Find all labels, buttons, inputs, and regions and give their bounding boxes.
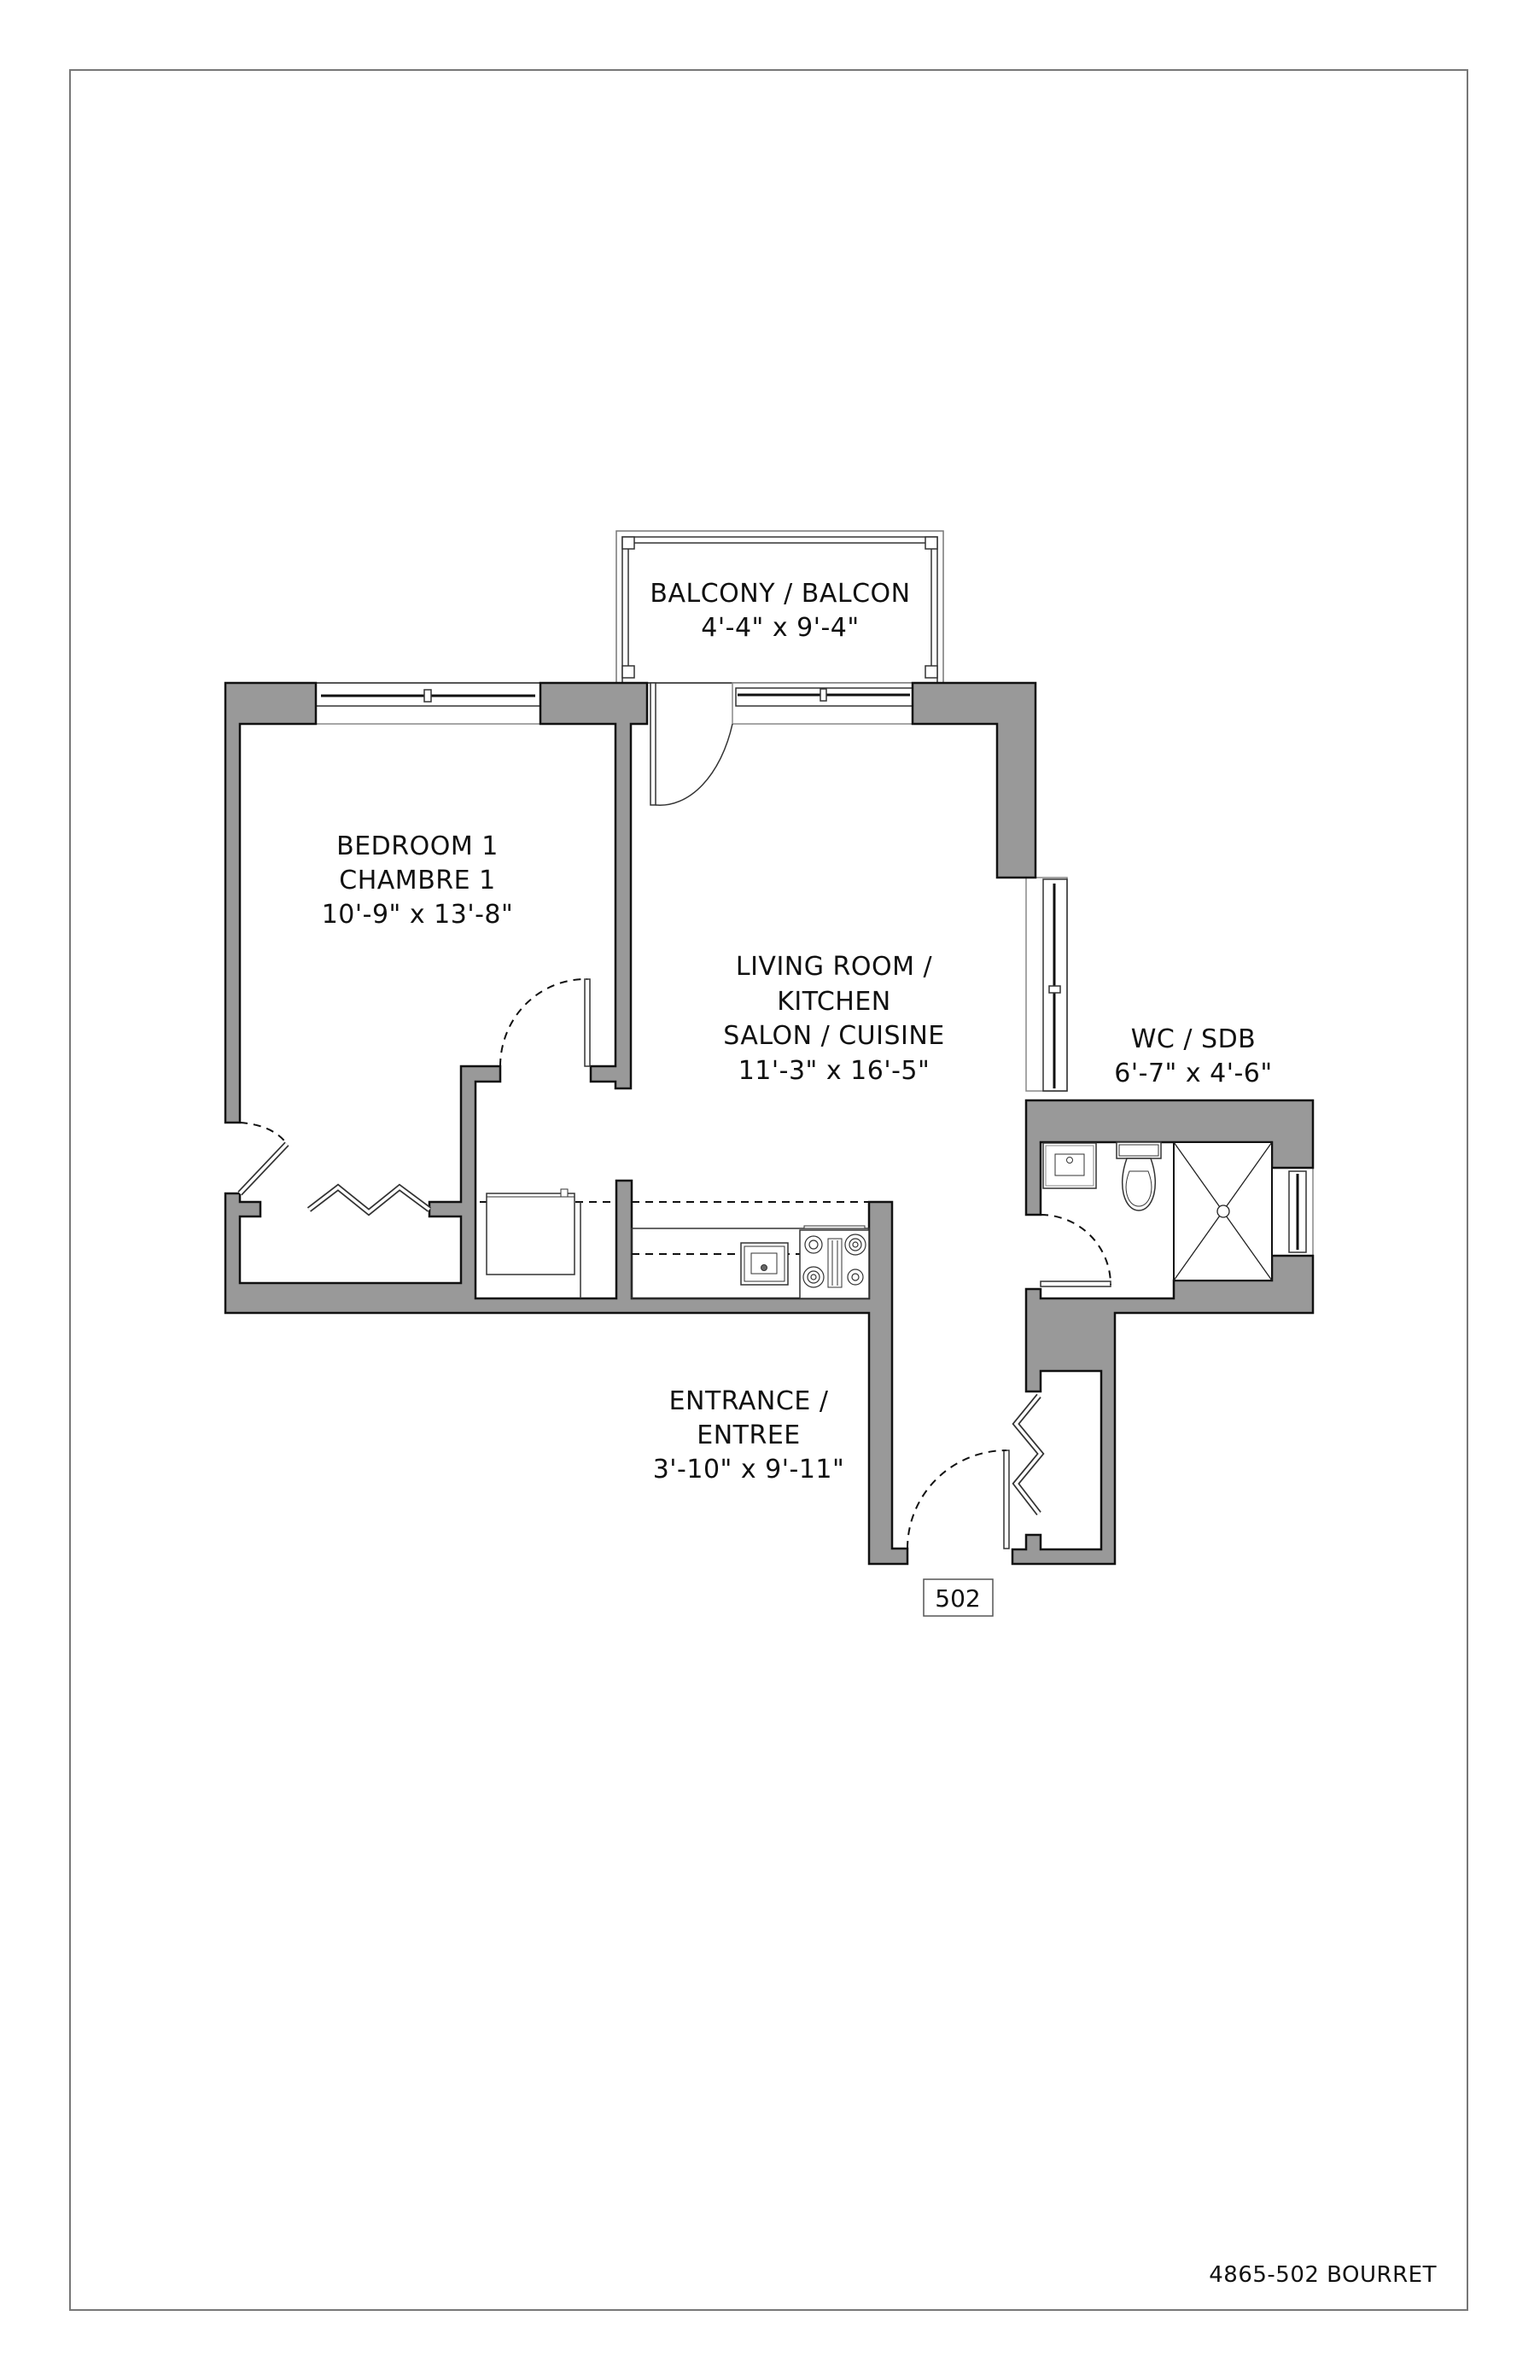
balcony-door xyxy=(650,682,733,806)
toilet-icon xyxy=(1116,1141,1162,1211)
page-frame xyxy=(69,69,1468,2311)
entrance-dims: 3'-10" x 9'-11" xyxy=(653,1455,845,1485)
balcony-dims: 4'-4" x 9'-4" xyxy=(701,613,859,643)
bathroom-label: WC / SDB 6'-7" x 4'-6" xyxy=(1114,1024,1272,1088)
bedroom-closet-swing-door xyxy=(237,1122,289,1196)
bathroom-door xyxy=(1040,1214,1111,1287)
entrance-line1: ENTRANCE / xyxy=(669,1386,829,1416)
living-line2: KITCHEN xyxy=(777,987,891,1017)
bedroom-window xyxy=(315,682,541,725)
entrance-closet-bifold-door xyxy=(1012,1393,1045,1516)
bedroom-label: BEDROOM 1 CHAMBRE 1 10'-9" x 13'-8" xyxy=(322,831,514,930)
living-side-window xyxy=(1025,877,1068,1092)
bedroom-name-en: BEDROOM 1 xyxy=(336,831,499,861)
bathroom-dims: 6'-7" x 4'-6" xyxy=(1114,1059,1272,1088)
balcony-name: BALCONY / BALCON xyxy=(650,579,910,609)
balcony-railing xyxy=(615,530,944,684)
unit-number: 502 xyxy=(935,1584,980,1613)
bathroom-name: WC / SDB xyxy=(1131,1024,1257,1054)
living-window xyxy=(732,682,913,725)
living-label: LIVING ROOM / KITCHEN SALON / CUISINE 11… xyxy=(723,952,945,1086)
footer-label: 4865-502 BOURRET xyxy=(1209,2262,1437,2288)
wall-bedroom-south xyxy=(224,1065,909,1566)
wall-bathroom-right-lower xyxy=(1011,1254,1315,1566)
shower-icon xyxy=(1173,1141,1273,1281)
balcony-label: BALCONY / BALCON 4'-4" x 9'-4" xyxy=(650,579,910,643)
bedroom-door xyxy=(499,977,591,1067)
living-dims: 11'-3" x 16'-5" xyxy=(738,1056,930,1086)
bedroom-name-fr: CHAMBRE 1 xyxy=(339,866,495,895)
living-line3: SALON / CUISINE xyxy=(723,1021,945,1051)
entrance-line2: ENTREE xyxy=(697,1420,800,1450)
wall-bedroom-northwest xyxy=(224,681,318,1124)
living-line1: LIVING ROOM / xyxy=(736,952,933,982)
entrance-door xyxy=(907,1450,1010,1549)
wall-top-middle xyxy=(539,681,649,1090)
fridge-icon xyxy=(486,1188,575,1275)
bathroom-sink-icon xyxy=(1042,1142,1097,1189)
wall-living-northeast xyxy=(911,681,1037,879)
bedroom-closet-bifold-door xyxy=(306,1183,432,1216)
unit-number-tag: 502 xyxy=(923,1578,994,1617)
bathroom-window xyxy=(1271,1167,1314,1257)
stove-icon xyxy=(799,1225,870,1299)
entrance-label: ENTRANCE / ENTREE 3'-10" x 9'-11" xyxy=(653,1386,845,1485)
bedroom-dims: 10'-9" x 13'-8" xyxy=(322,900,514,930)
kitchen-sink-icon xyxy=(740,1242,789,1286)
